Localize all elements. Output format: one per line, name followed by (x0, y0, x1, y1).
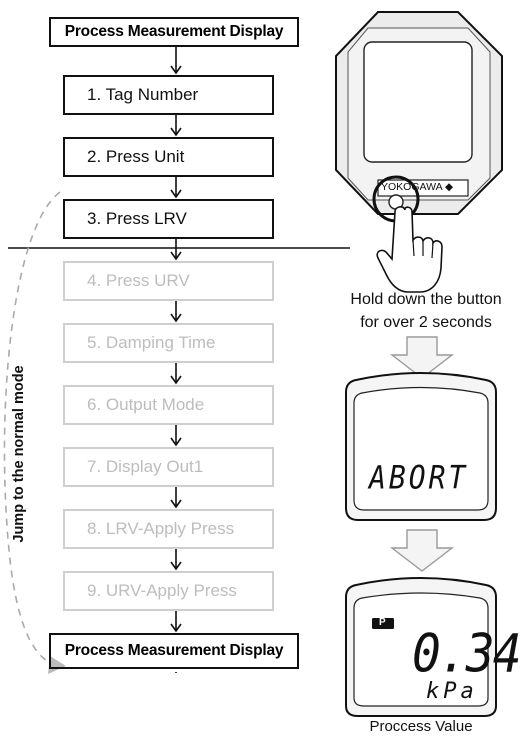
start-node-label: Process Measurement Display (64, 23, 284, 40)
step-8-label: 8. LRV-Apply Press (87, 519, 235, 538)
step-9-label: 9. URV-Apply Press (87, 581, 237, 600)
step-6-label: 6. Output Mode (87, 395, 205, 414)
step-5-label: 5. Damping Time (87, 333, 216, 352)
step-3-label: 3. Press LRV (87, 209, 187, 228)
instruction-caption: Hold down the button for over 2 seconds (336, 288, 516, 334)
step-5-box: 5. Damping Time (63, 323, 274, 363)
process-value: 0.34 (412, 623, 522, 685)
step-9-box: 9. URV-Apply Press (63, 571, 274, 611)
step-4-box: 4. Press URV (63, 261, 274, 301)
step-7-label: 7. Display Out1 (87, 457, 204, 476)
process-unit: kPa (426, 679, 478, 704)
jump-arc (3, 191, 61, 667)
end-node-label: Process Measurement Display (64, 642, 284, 659)
start-node: Process Measurement Display (49, 17, 299, 47)
step-2-label: 2. Press Unit (87, 147, 185, 166)
step-3-box: 3. Press LRV (63, 199, 274, 239)
pressure-indicator (372, 618, 394, 629)
down-arrows (170, 46, 182, 673)
brand-label: YOKOGAWA ◆ (381, 181, 454, 193)
pressure-indicator-label: P (379, 617, 386, 628)
step-2-box: 2. Press Unit (63, 137, 274, 177)
step-7-box: 7. Display Out1 (63, 447, 274, 487)
abort-text: ABORT (369, 458, 469, 497)
step-8-box: 8. LRV-Apply Press (63, 509, 274, 549)
down-block-arrow-2 (389, 529, 455, 572)
device-screen (363, 41, 473, 163)
down-block-arrow-1 (389, 336, 455, 379)
step-4-label: 4. Press URV (87, 271, 190, 290)
step-1-box: 1. Tag Number (63, 75, 274, 115)
pointing-hand (376, 206, 443, 293)
jump-arc-head (48, 656, 66, 674)
step-1-label: 1. Tag Number (87, 85, 199, 104)
end-node: Process Measurement Display (49, 633, 299, 669)
instruction-line-1: Hold down the button (350, 291, 502, 308)
value-caption: Proccess Value (369, 718, 473, 735)
instruction-line-2: for over 2 seconds (360, 314, 492, 331)
step-6-box: 6. Output Mode (63, 385, 274, 425)
